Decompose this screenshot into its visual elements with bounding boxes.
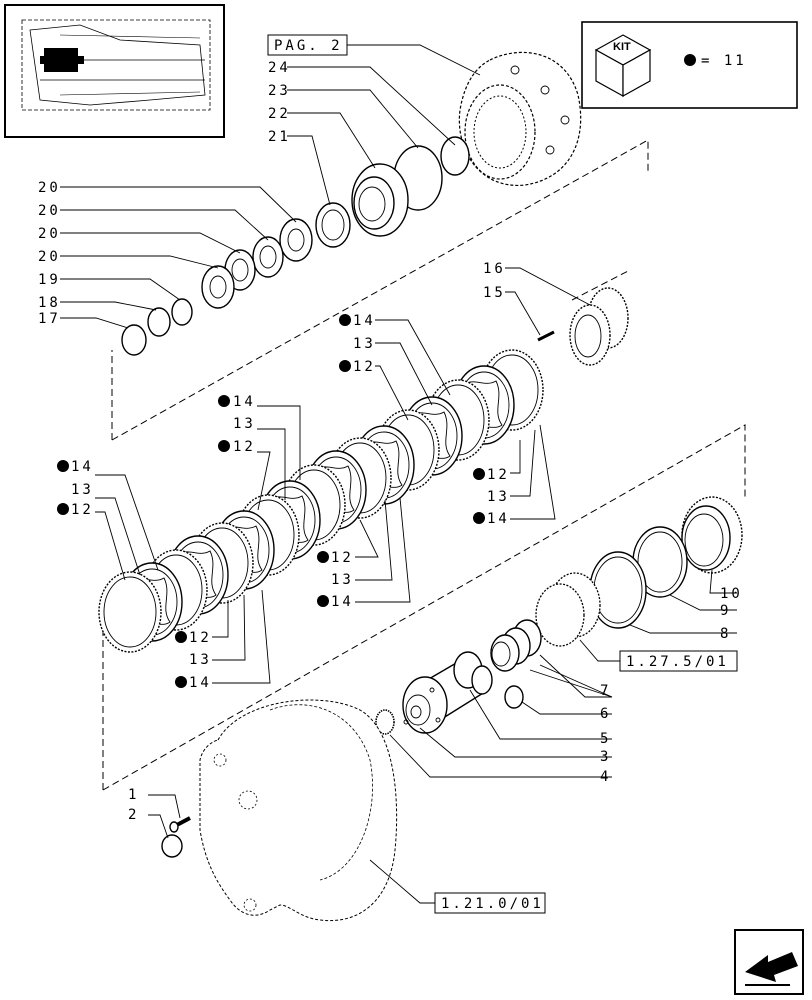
label-12: 12 <box>233 439 256 455</box>
kit-dot-icon <box>473 512 485 524</box>
ref-pag-2[interactable]: PAG. 2 <box>267 34 348 56</box>
part-3-shaft <box>402 651 493 734</box>
part-7-springs <box>490 619 542 672</box>
part-18-ring <box>147 307 171 337</box>
label-24: 24 <box>268 60 291 76</box>
label-13: 13 <box>71 482 94 498</box>
label-9: 9 <box>720 603 731 619</box>
kit-dot-icon <box>57 460 69 472</box>
part-15-pin <box>537 330 555 342</box>
part-17-ring <box>121 324 147 356</box>
part-19-ring <box>171 298 193 326</box>
hub-gear-1-27 <box>535 572 601 647</box>
label-8: 8 <box>720 626 731 642</box>
label-12: 12 <box>71 502 94 518</box>
part-8-ring <box>589 551 647 629</box>
label-14: 14 <box>487 511 510 527</box>
kit-dot-icon <box>317 595 329 607</box>
label-16: 16 <box>483 261 506 277</box>
kit-dot-icon <box>218 440 230 452</box>
kit-dot-icon <box>317 551 329 563</box>
label-1: 1 <box>128 787 139 803</box>
part-labels: 24 23 22 21 20 20 20 20 19 18 17 16 15 1… <box>38 60 743 823</box>
label-20: 20 <box>38 226 61 242</box>
clutch-disc-pack <box>98 349 544 653</box>
label-20: 20 <box>38 203 61 219</box>
label-23: 23 <box>268 83 291 99</box>
label-13: 13 <box>487 489 510 505</box>
label-17: 17 <box>38 311 61 327</box>
kit-dot-icon <box>57 503 69 515</box>
label-20: 20 <box>38 249 61 265</box>
part-21-washer <box>315 202 351 248</box>
label-4: 4 <box>600 769 611 785</box>
kit-count: = 11 <box>701 53 747 69</box>
label-14: 14 <box>189 675 212 691</box>
kit-title: KIT <box>613 41 631 53</box>
label-10: 10 <box>720 586 743 602</box>
label-14: 14 <box>353 313 376 329</box>
label-6: 6 <box>600 706 611 722</box>
label-7: 7 <box>600 683 611 699</box>
svg-text:PAG. 2: PAG. 2 <box>274 38 343 54</box>
label-19: 19 <box>38 272 61 288</box>
next-page-arrow-icon[interactable] <box>734 929 804 995</box>
label-13: 13 <box>353 336 376 352</box>
label-13: 13 <box>331 572 354 588</box>
part-22-bearing <box>351 163 409 237</box>
upper-dashed-axis <box>111 139 649 441</box>
ref-1-21-0-01[interactable]: 1.21.0/01 <box>434 892 546 914</box>
kit-dot-icon <box>684 54 696 66</box>
label-14: 14 <box>71 459 94 475</box>
label-15: 15 <box>483 285 506 301</box>
drum-part <box>458 51 582 186</box>
part-24-snap-ring <box>440 136 470 176</box>
label-14: 14 <box>331 594 354 610</box>
thumbnail-overview[interactable] <box>4 4 225 138</box>
housing-1-21 <box>199 699 398 922</box>
leader-lines <box>60 44 737 904</box>
svg-text:1.27.5/01: 1.27.5/01 <box>626 654 729 670</box>
ref-1-27-5-01[interactable]: 1.27.5/01 <box>619 650 738 672</box>
label-12: 12 <box>353 359 376 375</box>
part-2-washer <box>161 834 183 858</box>
part-6-plug <box>504 685 524 709</box>
part-10-gear-ring <box>681 496 743 574</box>
label-2: 2 <box>128 807 139 823</box>
label-20: 20 <box>38 180 61 196</box>
label-13: 13 <box>233 416 256 432</box>
label-22: 22 <box>268 106 291 122</box>
kit-dot-icon <box>339 314 351 326</box>
label-12: 12 <box>189 630 212 646</box>
part-20-washers <box>201 218 313 309</box>
kit-legend: KIT = 11 <box>581 21 798 109</box>
label-12: 12 <box>487 467 510 483</box>
label-14: 14 <box>233 394 256 410</box>
label-5: 5 <box>600 731 611 747</box>
kit-dot-icon <box>175 676 187 688</box>
kit-dot-icon <box>473 468 485 480</box>
label-12: 12 <box>331 550 354 566</box>
label-13: 13 <box>189 652 212 668</box>
kit-dot-icon <box>175 631 187 643</box>
label-18: 18 <box>38 295 61 311</box>
svg-text:1.21.0/01: 1.21.0/01 <box>441 896 544 912</box>
part-4-needle-bearing <box>375 709 395 735</box>
kit-dot-icon <box>339 360 351 372</box>
label-21: 21 <box>268 129 291 145</box>
part-1-bolt <box>169 816 191 833</box>
label-3: 3 <box>600 749 611 765</box>
kit-dot-icon <box>218 395 230 407</box>
part-16-gear-hub <box>569 287 629 366</box>
